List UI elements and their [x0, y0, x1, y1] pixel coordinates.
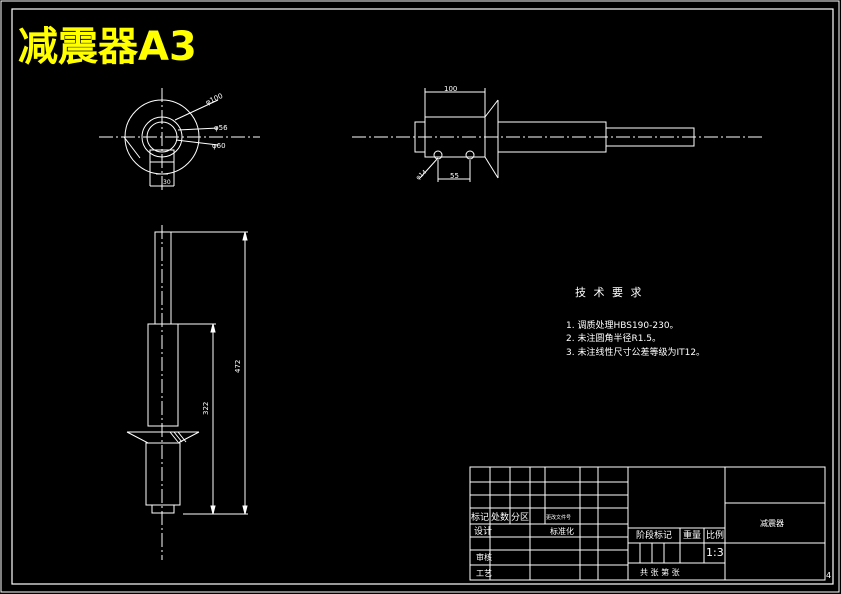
- dim-phi56: φ56: [214, 124, 228, 132]
- front-view: [352, 88, 765, 182]
- top-view: [99, 88, 260, 190]
- tb-label-change-doc: 更改文件号: [546, 514, 571, 521]
- tb-process: 工艺: [476, 569, 492, 578]
- tb-label-mark: 标记: [471, 511, 489, 523]
- tech-req-item-2: 2. 未注圆角半径R1.5。: [566, 332, 661, 344]
- tb-weight: 重量: [683, 529, 701, 541]
- dim-100: 100: [444, 85, 457, 93]
- tb-label-zone: 分区: [511, 512, 529, 523]
- tb-sheet-info: 共 张 第 张: [640, 567, 680, 577]
- dim-phi100: φ100: [204, 92, 224, 107]
- tb-label-count: 处数: [491, 511, 509, 523]
- tb-design: 设计: [474, 525, 492, 537]
- tech-req-heading: 技 术 要 求: [575, 286, 644, 299]
- dim-322: 322: [202, 402, 210, 415]
- dim-55: 55: [450, 172, 459, 180]
- page-number: 4: [826, 571, 831, 580]
- tech-req-item-3: 3. 未注线性尺寸公差等级为IT12。: [566, 346, 705, 358]
- dim-phi60: φ60: [212, 142, 226, 150]
- dim-width-30: 30: [163, 179, 171, 186]
- drawing-title: 减震器A3: [18, 24, 197, 70]
- tb-scale-label: 比例: [706, 529, 724, 541]
- tb-part-name: 减震器: [760, 518, 784, 528]
- dim-472: 472: [234, 360, 242, 373]
- side-view: [126, 225, 248, 560]
- title-block: [469, 466, 826, 581]
- inner-border: [11, 8, 834, 585]
- tech-req-item-1: 1. 调质处理HBS190-230。: [566, 319, 679, 331]
- tb-standardize: 标准化: [550, 526, 574, 536]
- tb-stage-mark: 阶段标记: [636, 529, 672, 541]
- tb-scale-value: 1:3: [706, 546, 724, 559]
- tb-review: 审核: [476, 552, 492, 562]
